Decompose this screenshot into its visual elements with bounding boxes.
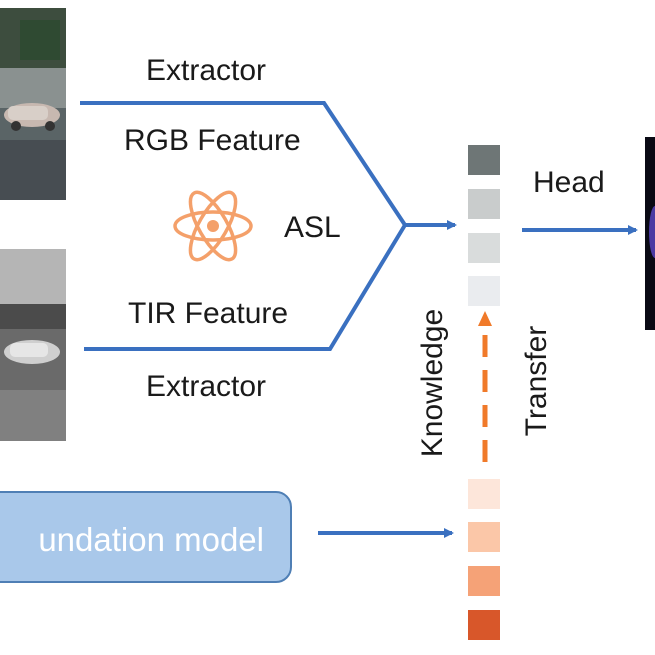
rgb-image — [0, 8, 66, 200]
knowledge-token — [468, 566, 500, 596]
foundation-model-box: undation model — [0, 491, 292, 583]
feature-token — [468, 145, 500, 175]
knowledge-token — [468, 522, 500, 552]
asl-label: ASL — [284, 211, 341, 244]
transfer-label: Transfer — [520, 325, 553, 437]
knowledge-transfer-arrowhead — [478, 311, 492, 326]
extractor-bottom-label: Extractor — [146, 370, 267, 403]
feature-token — [468, 276, 500, 306]
feature-token — [468, 189, 500, 219]
atom-icon — [173, 190, 253, 262]
output-image — [645, 137, 655, 330]
rgb-feature-label: RGB Feature — [124, 124, 301, 157]
feature-token — [468, 233, 500, 263]
knowledge-token — [468, 610, 500, 640]
knowledge-label: Knowledge — [416, 308, 449, 458]
tir-image — [0, 249, 66, 441]
tir-feature-label: TIR Feature — [128, 297, 289, 330]
rgb-branch-line — [80, 101, 407, 227]
foundation-model-label: undation model — [38, 521, 264, 558]
tir-branch-line — [84, 223, 407, 351]
head-label: Head — [533, 166, 605, 199]
knowledge-token — [468, 479, 500, 509]
extractor-top-label: Extractor — [146, 54, 267, 87]
